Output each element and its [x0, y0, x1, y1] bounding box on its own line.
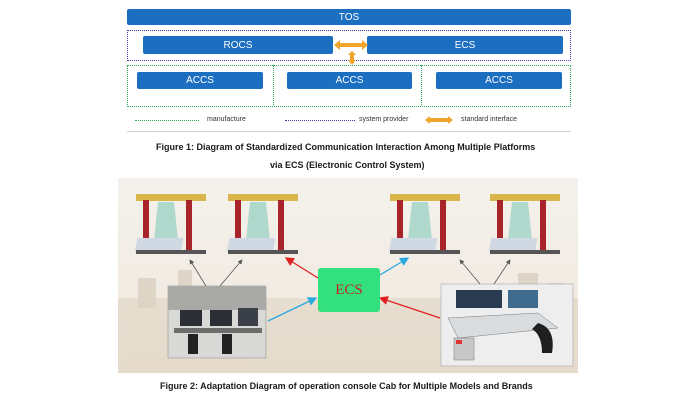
ecs-hub: ECS: [318, 268, 380, 312]
blue-arrow-from-control-room: [267, 297, 318, 322]
horizontal-double-arrow-icon: [334, 40, 368, 50]
manufacture-divider-1: [273, 65, 274, 105]
accs-label-1: ACCS: [186, 75, 214, 86]
tos-bar: TOS: [127, 9, 571, 25]
crane-2-icon: [226, 194, 298, 254]
accs-label-3: ACCS: [485, 75, 513, 86]
vertical-double-arrow-icon: [348, 51, 356, 65]
operator-console-photo: [440, 283, 574, 367]
tos-label: TOS: [338, 11, 360, 23]
figure2-diagram: ECS: [118, 178, 578, 373]
red-arrow-from-console: [378, 296, 441, 319]
figure2-art: [118, 194, 578, 373]
figure2-caption: Figure 2: Adaptation Diagram of operatio…: [160, 381, 533, 391]
legend-provider-text: system provider: [359, 116, 409, 123]
ecs-label: ECS: [454, 39, 476, 51]
legend-manufacture-line: [135, 120, 199, 121]
legend-interface-text: standard interface: [461, 116, 518, 123]
accs-bar-1: ACCS: [137, 72, 263, 89]
blue-arrow-to-crane-3: [379, 257, 410, 276]
ecs-bar: ECS: [367, 36, 563, 54]
interface-arrows: [334, 40, 368, 65]
crane-1-icon: [134, 194, 206, 254]
accs-bar-2: ACCS: [287, 72, 412, 89]
figure1-caption-line2: via ECS (Electronic Control System): [270, 160, 425, 170]
ecs-hub-label: ECS: [335, 281, 363, 298]
figure1-bottom-rule: [127, 131, 571, 132]
legend-provider-line: [285, 120, 355, 121]
manufacture-box: [127, 65, 571, 107]
figure1-caption-line1: Figure 1: Diagram of Standardized Commun…: [156, 142, 536, 152]
manufacture-divider-2: [421, 65, 422, 105]
legend-manufacture-text: manufacture: [207, 116, 246, 123]
control-room-photo: [167, 285, 267, 359]
rocs-bar: ROCS: [143, 36, 333, 54]
accs-bar-3: ACCS: [436, 72, 562, 89]
figure1-diagram: TOS ROCS ECS ACCS ACCS ACCS manufacture …: [127, 0, 572, 135]
crane-3-icon: [388, 194, 460, 254]
red-arrow-to-crane-2: [284, 257, 319, 279]
rocs-label: ROCS: [223, 39, 253, 51]
legend-interface-arrow-icon: [425, 116, 453, 124]
accs-label-2: ACCS: [335, 75, 364, 86]
crane-4-icon: [488, 194, 560, 254]
